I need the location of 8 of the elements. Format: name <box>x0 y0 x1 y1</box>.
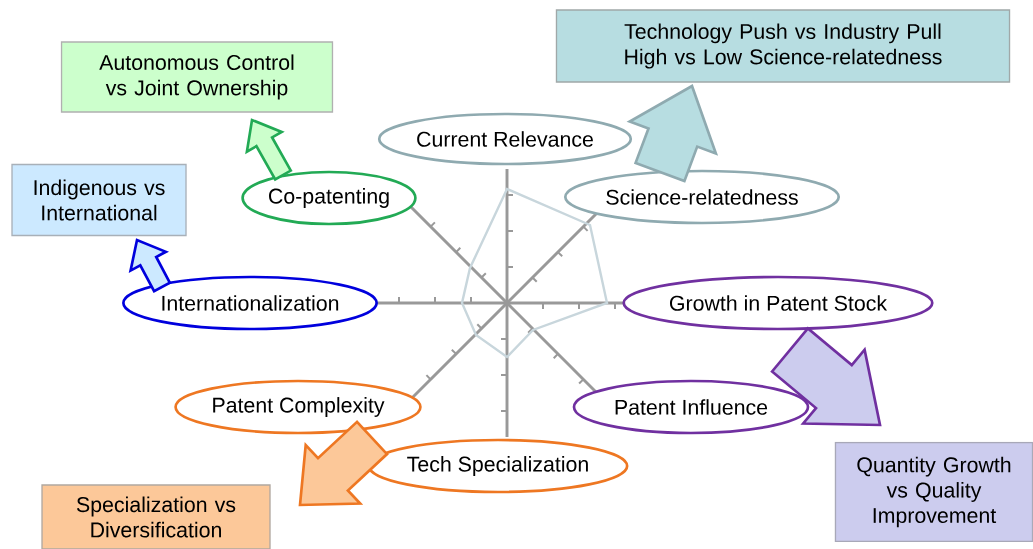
text-box: Specialization vs Diversification <box>41 484 271 549</box>
text-box: Autonomous Control vs Joint Ownership <box>60 41 334 113</box>
block-arrow <box>626 84 719 183</box>
text-box: Indigenous vs International <box>11 163 187 237</box>
block-arrow <box>128 238 172 293</box>
text-box: Technology Push vs Industry Pull High vs Low Science-relatedness <box>555 9 1011 83</box>
text-box: Quantity Growth vs Quality Improvement <box>834 441 1033 543</box>
block-arrow <box>298 420 389 507</box>
